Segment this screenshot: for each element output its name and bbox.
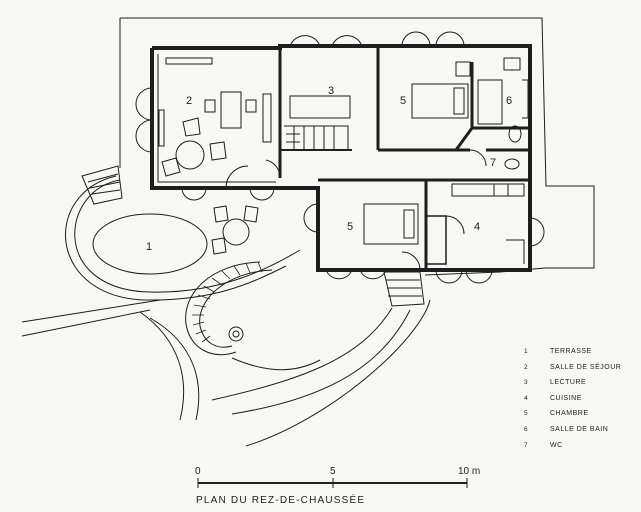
legend-item: 5 CHAMBRE bbox=[524, 410, 636, 426]
legend-item-number: 1 bbox=[524, 348, 529, 355]
legend-item-label: TERRASSE bbox=[550, 348, 592, 355]
room-label-salle-de-bain: 6 bbox=[506, 95, 512, 107]
window-sejour-north bbox=[165, 57, 213, 65]
bay-window-cuisine-south bbox=[435, 269, 493, 284]
terrace-chair-3 bbox=[211, 237, 227, 255]
garden-stair bbox=[185, 261, 273, 356]
garden-stair-newel bbox=[228, 326, 244, 342]
room-legend: 1 TERRASSE 2 SALLE DE SÉJOUR 3 LECTURE 4… bbox=[524, 348, 636, 457]
legend-item-number: 2 bbox=[524, 363, 529, 371]
garden-path-west bbox=[21, 299, 161, 337]
door-chambre2 bbox=[401, 251, 421, 271]
terrace-chair-1 bbox=[213, 205, 229, 223]
bay-window-sejour-south bbox=[181, 187, 275, 201]
legend-item-label: SALLE DE SÉJOUR bbox=[550, 363, 622, 371]
door-wc bbox=[469, 149, 487, 167]
legend-item-number: 4 bbox=[524, 394, 529, 402]
legend-item: 3 LECTURE bbox=[524, 379, 636, 395]
legend-item-number: 6 bbox=[524, 425, 529, 433]
door-lecture bbox=[265, 159, 281, 179]
legend-item-label: LECTURE bbox=[550, 379, 587, 387]
door-cuisine bbox=[445, 215, 465, 235]
legend-item-label: CHAMBRE bbox=[550, 410, 589, 418]
room-label-sejour: 2 bbox=[186, 95, 192, 107]
sejour-cabinet bbox=[158, 109, 165, 147]
sejour-table bbox=[220, 91, 242, 129]
legend-item-number: 3 bbox=[524, 379, 529, 387]
sejour-chair-2 bbox=[245, 99, 257, 113]
bay-window-cuisine-east bbox=[529, 217, 545, 247]
chambre-north-wardrobe bbox=[455, 61, 471, 77]
site-boundary bbox=[120, 17, 595, 276]
terrace-outline-outer bbox=[64, 175, 287, 301]
window-chambre-east bbox=[522, 79, 529, 119]
garden-path-diagonal bbox=[139, 311, 200, 421]
bathtub bbox=[477, 79, 503, 125]
room-label-chambre-south: 5 bbox=[347, 221, 353, 233]
house-inner-wall-line bbox=[157, 54, 276, 183]
door-sejour-south bbox=[225, 165, 249, 189]
sejour-armchair-2 bbox=[209, 141, 227, 161]
room-label-wc: 7 bbox=[490, 157, 496, 169]
house-exterior-wall bbox=[150, 44, 532, 272]
legend-item-label: WC bbox=[550, 441, 563, 449]
terrace-pool bbox=[92, 213, 208, 275]
scale-label-end: 10 m bbox=[458, 466, 481, 477]
cuisine-closet bbox=[426, 215, 447, 265]
sejour-desk bbox=[262, 93, 272, 143]
sejour-armchair-1 bbox=[182, 117, 201, 137]
scale-label-mid: 5 bbox=[330, 466, 336, 477]
room-label-chambre-north: 5 bbox=[400, 95, 406, 107]
legend-item-number: 7 bbox=[524, 441, 529, 449]
legend-item-number: 5 bbox=[524, 410, 529, 418]
lecture-stair bbox=[284, 125, 349, 150]
scale-label-start: 0 bbox=[195, 466, 201, 477]
legend-item: 4 CUISINE bbox=[524, 395, 636, 411]
entry-steps-west bbox=[81, 165, 123, 205]
bath-sink bbox=[503, 57, 521, 71]
legend-item: 2 SALLE DE SÉJOUR bbox=[524, 364, 636, 380]
garden-stair-treads bbox=[192, 261, 263, 343]
sejour-round-table bbox=[175, 140, 205, 170]
legend-item: 7 WC bbox=[524, 442, 636, 458]
sejour-armchair-3 bbox=[161, 157, 181, 177]
cuisine-stove bbox=[493, 183, 509, 197]
bay-window-chambre-north bbox=[401, 31, 465, 47]
room-label-terrasse: 1 bbox=[146, 241, 152, 253]
entry-steps-south bbox=[383, 271, 425, 307]
chambre-south-pillow bbox=[403, 209, 415, 239]
lecture-bookshelf bbox=[289, 95, 351, 119]
wc-toilet bbox=[504, 158, 520, 170]
cuisine-unit-east bbox=[506, 239, 525, 264]
plan-title: PLAN DU REZ-DE-CHAUSSÉE bbox=[196, 495, 366, 506]
terrace-table bbox=[222, 218, 250, 246]
legend-item-label: SALLE DE BAIN bbox=[550, 425, 609, 433]
cuisine-counter bbox=[451, 183, 525, 197]
room-label-cuisine: 4 bbox=[474, 221, 480, 233]
garden-path-south bbox=[211, 307, 411, 415]
chambre-south-bed bbox=[363, 203, 419, 245]
bath-bidet bbox=[508, 125, 522, 143]
room-label-lecture: 3 bbox=[328, 85, 334, 97]
garden-border bbox=[231, 357, 321, 371]
garden-stair-newel-inner bbox=[232, 330, 240, 338]
legend-item: 6 SALLE DE BAIN bbox=[524, 426, 636, 442]
bay-window-chambre2-west bbox=[303, 203, 319, 233]
terrace-chair-2 bbox=[243, 205, 259, 223]
bay-window-lecture-north bbox=[289, 35, 363, 47]
legend-item: 1 TERRASSE bbox=[524, 348, 636, 364]
chambre-north-bed bbox=[411, 83, 469, 119]
chambre-north-pillow bbox=[453, 87, 465, 115]
bay-window-west bbox=[135, 87, 153, 153]
garden-path-east bbox=[245, 299, 431, 447]
sejour-chair-1 bbox=[204, 99, 216, 113]
legend-item-label: CUISINE bbox=[550, 394, 582, 402]
